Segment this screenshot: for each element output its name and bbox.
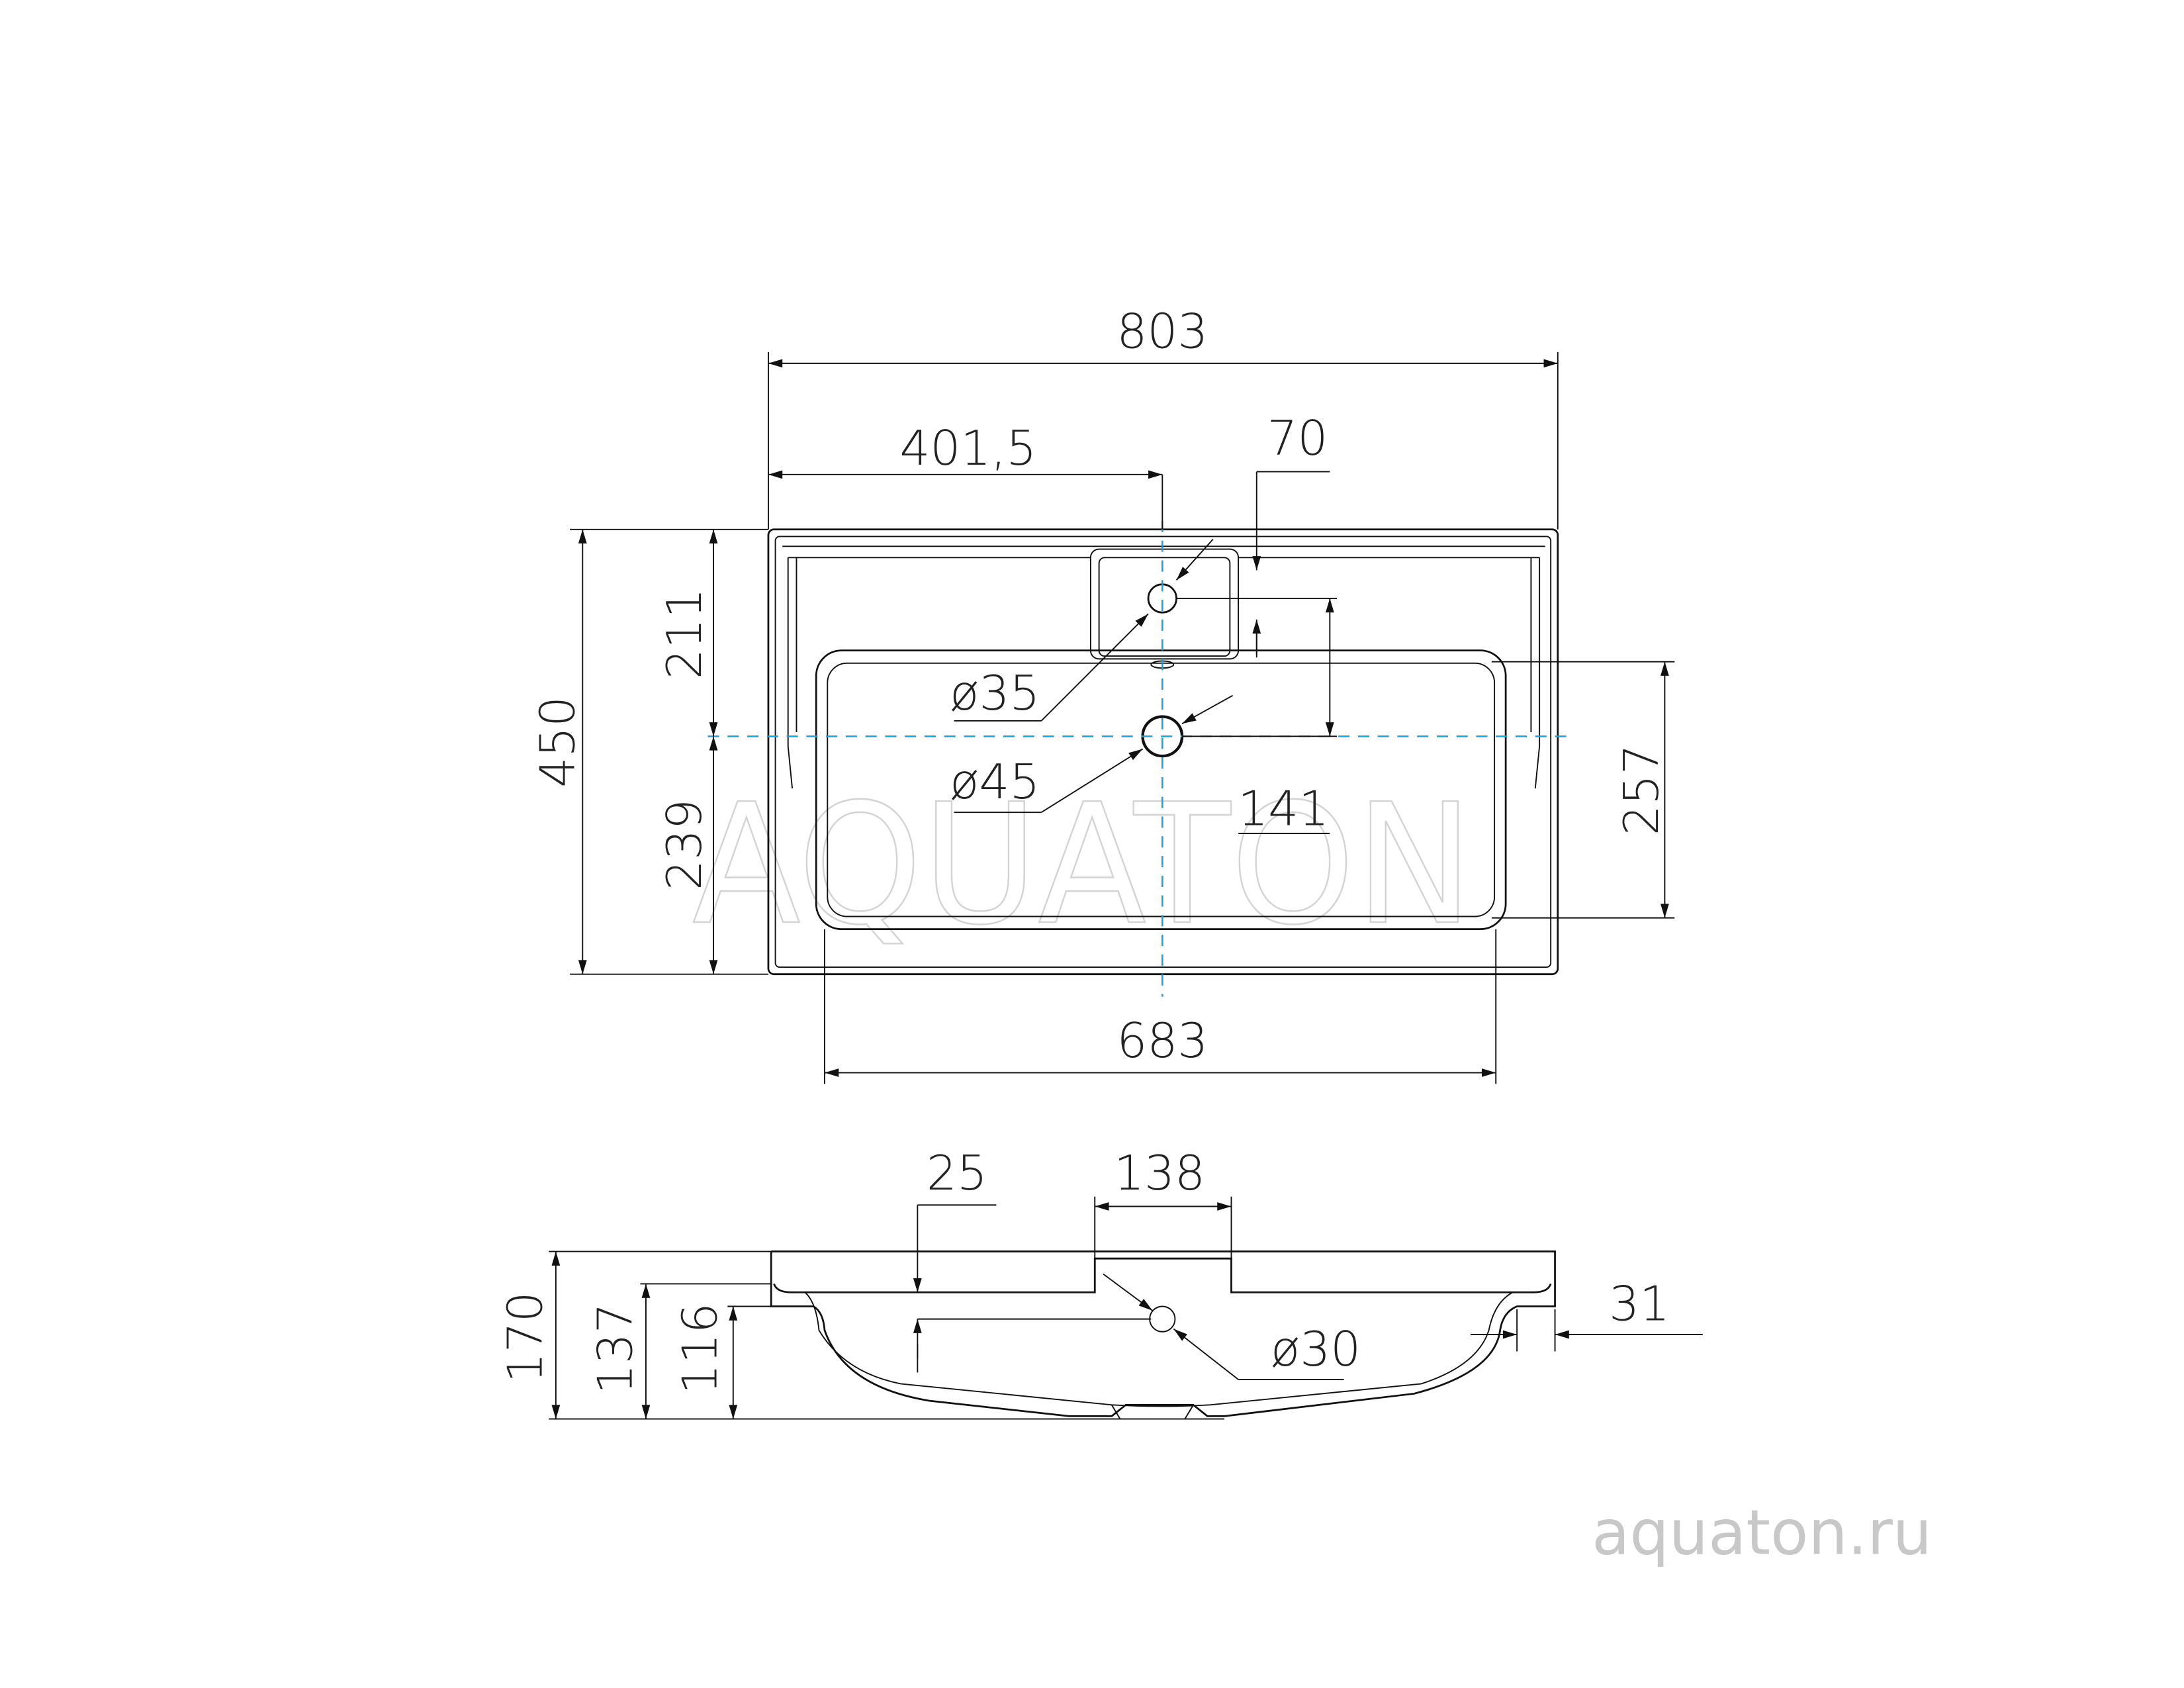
dim-bowl-depth: 257 — [1614, 744, 1670, 835]
website-label: aquaton.ru — [1592, 1497, 1932, 1570]
dim-faucet-hole: ø35 — [950, 666, 1040, 722]
dim-bowl-width: 683 — [1116, 1013, 1208, 1069]
dim-overflow-hole: ø30 — [1271, 1322, 1361, 1378]
dim-underside-height: 116 — [672, 1303, 728, 1394]
dim-ledge-height: 137 — [588, 1303, 644, 1394]
watermark-logo: AQUATON — [692, 769, 1473, 962]
dim-front-to-center: 211 — [657, 588, 713, 679]
dim-overflow-offset: 25 — [927, 1146, 987, 1201]
back-ledge — [782, 545, 1545, 559]
dim-rim-thickness: 31 — [1609, 1277, 1670, 1333]
dim-drain-hole: ø45 — [950, 755, 1040, 810]
top-view: 803 401,5 70 141 257 450 211 239 683 — [531, 304, 1675, 1084]
overflow-hole — [1149, 1305, 1176, 1333]
dim-overall-depth: 450 — [531, 696, 586, 788]
side-view: 170 137 116 25 138 ø30 31 — [498, 1146, 1703, 1420]
dim-overall-width: 803 — [1116, 304, 1208, 359]
dim-half-width: 401,5 — [899, 421, 1036, 477]
dim-faucet-offset: 70 — [1267, 411, 1328, 467]
side-profile — [770, 1250, 1556, 1417]
dim-total-height: 170 — [498, 1291, 554, 1383]
bowl-inner — [827, 662, 1496, 917]
bowl-outer — [815, 649, 1507, 931]
dim-center-to-back: 239 — [657, 799, 713, 890]
dim-overflow-width: 138 — [1114, 1146, 1205, 1201]
dim-faucet-to-drain: 141 — [1238, 781, 1329, 837]
overflow-recess — [1089, 548, 1240, 660]
